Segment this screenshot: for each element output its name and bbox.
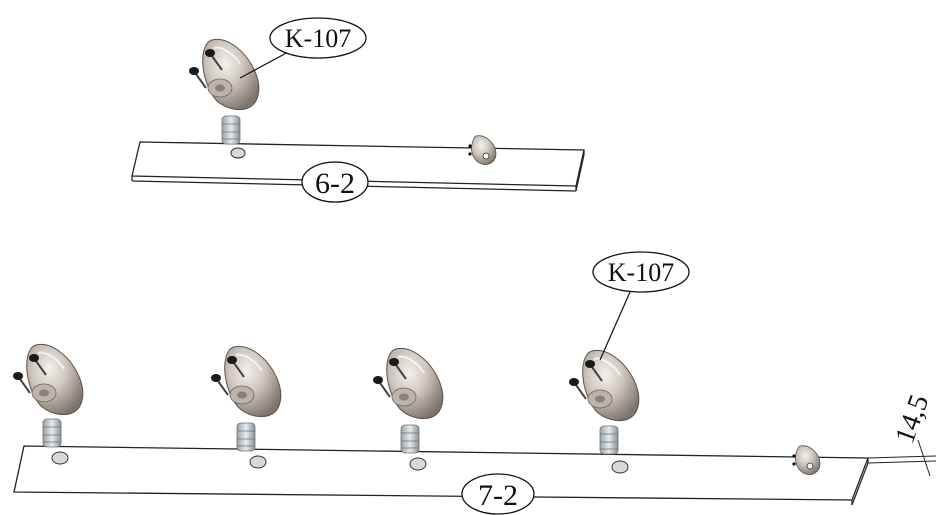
bottom-dowel — [42, 418, 62, 448]
bottom-bracket — [372, 347, 444, 420]
bottom-bracket — [210, 345, 282, 418]
bottom-bracket — [568, 349, 640, 422]
bottom-dowel — [400, 424, 420, 454]
top-bracket — [188, 38, 260, 111]
bottom-board — [13, 445, 869, 506]
bottom-dowel — [236, 422, 256, 452]
bottom-board-hole — [611, 460, 629, 474]
bottom-part-label: 7-2 — [478, 479, 518, 512]
bottom-callout-leader — [599, 291, 631, 361]
bottom-board-hole — [51, 451, 69, 465]
bottom-bracket — [12, 343, 84, 416]
bottom-part-ellipse — [461, 473, 535, 515]
bottom-dowel — [599, 425, 619, 455]
top-callout-leader — [239, 49, 293, 79]
top-part-ellipse — [301, 161, 369, 203]
bottom-board-hole — [249, 455, 267, 469]
top-callout-label: K-107 — [285, 24, 351, 53]
dimension-label: 14,5 — [889, 391, 935, 448]
top-dowel — [221, 115, 241, 145]
top-board-hole — [230, 147, 246, 159]
bottom-board-hole — [409, 457, 427, 471]
dimension-marker — [867, 439, 936, 477]
top-part-label: 6-2 — [315, 167, 355, 200]
bottom-callout-ellipse — [592, 251, 690, 293]
top-callout-ellipse — [269, 17, 367, 59]
bottom-callout-label: K-107 — [608, 258, 674, 287]
